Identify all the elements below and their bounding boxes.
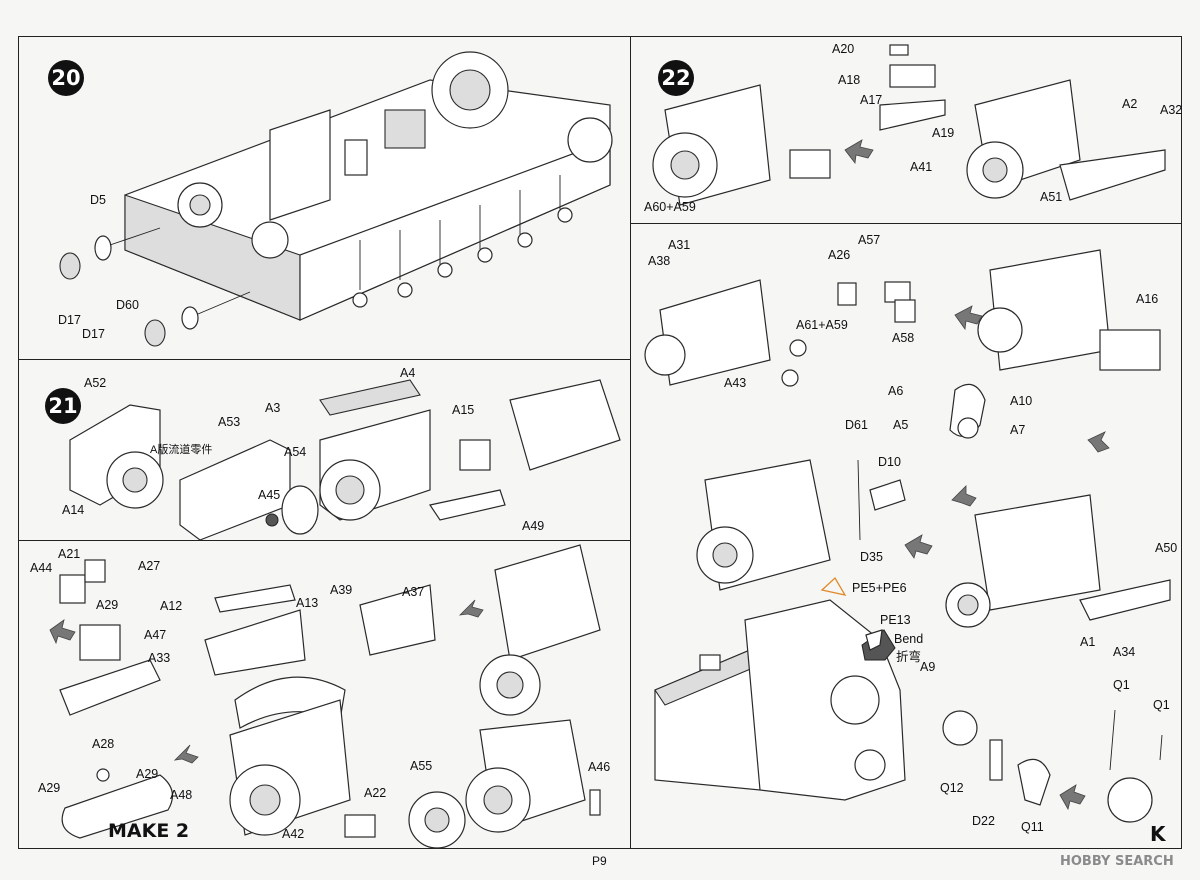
part-label-q1: Q1: [1113, 678, 1130, 692]
part-label-d17: D17: [58, 313, 81, 327]
part-label-a10: A10: [1010, 394, 1033, 408]
subassembly-k-marker: K: [1150, 822, 1166, 846]
part-label-a31: A31: [668, 238, 691, 252]
part-label-a6: A6: [888, 384, 904, 398]
part-label-a28: A28: [92, 737, 115, 751]
part-label-a41: A41: [910, 160, 933, 174]
part-label-q11: Q11: [1021, 820, 1044, 834]
step22-drawing: [652, 44, 1166, 206]
part-label-d60: D60: [116, 298, 139, 312]
part-label-a12: A12: [160, 599, 183, 613]
part-label-d17: D17: [82, 327, 105, 341]
step-number-22: 22: [658, 60, 694, 96]
part-label-d22: D22: [972, 814, 995, 828]
step-k-drawing: [644, 249, 1171, 823]
make2-drawing: [49, 544, 601, 849]
bend-instruction-en: Bend: [894, 632, 924, 646]
hull-drawing: [59, 51, 613, 347]
part-label-a26: A26: [828, 248, 851, 262]
part-label-a33: A33: [148, 651, 171, 665]
panel-subassembly-k: [630, 223, 1182, 849]
part-label-a55: A55: [410, 759, 433, 773]
part-label-a46: A46: [588, 760, 611, 774]
step21-drawing: [69, 379, 621, 541]
part-label-a16: A16: [1136, 292, 1159, 306]
part-label-a37: A37: [402, 585, 425, 599]
part-label-a57: A57: [858, 233, 881, 247]
part-label-q1: Q1: [1153, 698, 1170, 712]
part-label-d5: D5: [90, 193, 106, 207]
part-label-a29: A29: [136, 767, 159, 781]
part-label-a49: A49: [522, 519, 545, 533]
part-label-a5: A5: [893, 418, 909, 432]
part-label-a22: A22: [364, 786, 387, 800]
part-label-a52: A52: [84, 376, 107, 390]
part-label-a58: A58: [892, 331, 915, 345]
part-label-a61-a59: A61+A59: [796, 318, 848, 332]
part-label-a4: A4: [400, 366, 416, 380]
part-label-a17: A17: [860, 93, 883, 107]
part-label-a29: A29: [96, 598, 119, 612]
part-label-a39: A39: [330, 583, 353, 597]
part-label-a60-a59: A60+A59: [644, 200, 696, 214]
part-label-a43: A43: [724, 376, 747, 390]
part-label-a9: A9: [920, 660, 936, 674]
part-label-q12: Q12: [940, 781, 964, 795]
part-label-d35: D35: [860, 550, 883, 564]
part-label-a48: A48: [170, 788, 193, 802]
hobby-search-watermark: HOBBY SEARCH: [1060, 854, 1174, 869]
part-label-a20: A20: [832, 42, 855, 56]
part-label-a42: A42: [282, 827, 305, 841]
part-label-a51: A51: [1040, 190, 1063, 204]
part-label-a7: A7: [1010, 423, 1026, 437]
page-number: P9: [592, 854, 607, 868]
part-label-a44: A44: [30, 561, 53, 575]
step-number-21: 21: [45, 388, 81, 424]
part-label-a1: A1: [1080, 635, 1096, 649]
channel-parts-note: A版流道零件: [150, 444, 213, 456]
part-label-a15: A15: [452, 403, 475, 417]
part-label-d61: D61: [845, 418, 868, 432]
part-label-a53: A53: [218, 415, 241, 429]
part-label-a2: A2: [1122, 97, 1138, 111]
part-label-a45: A45: [258, 488, 281, 502]
step-number-20: 20: [48, 60, 84, 96]
part-label-a27: A27: [138, 559, 161, 573]
part-label-a34: A34: [1113, 645, 1136, 659]
part-label-a13: A13: [296, 596, 319, 610]
part-label-a21: A21: [58, 547, 81, 561]
part-label-a54: A54: [284, 445, 307, 459]
bend-instruction-cn: 折弯: [896, 650, 922, 664]
part-label-a29: A29: [38, 781, 61, 795]
part-label-d10: D10: [878, 455, 901, 469]
part-label-a14: A14: [62, 503, 85, 517]
part-label-a50: A50: [1155, 541, 1178, 555]
part-label-a32: A32: [1160, 103, 1183, 117]
part-label-a38: A38: [648, 254, 671, 268]
part-label-a47: A47: [144, 628, 167, 642]
make-2-title: MAKE 2: [108, 820, 190, 842]
part-label-pe13: PE13: [880, 613, 911, 627]
part-label-pe5-pe6: PE5+PE6: [852, 581, 907, 595]
part-label-a18: A18: [838, 73, 861, 87]
part-label-a3: A3: [265, 401, 281, 415]
part-label-a19: A19: [932, 126, 955, 140]
